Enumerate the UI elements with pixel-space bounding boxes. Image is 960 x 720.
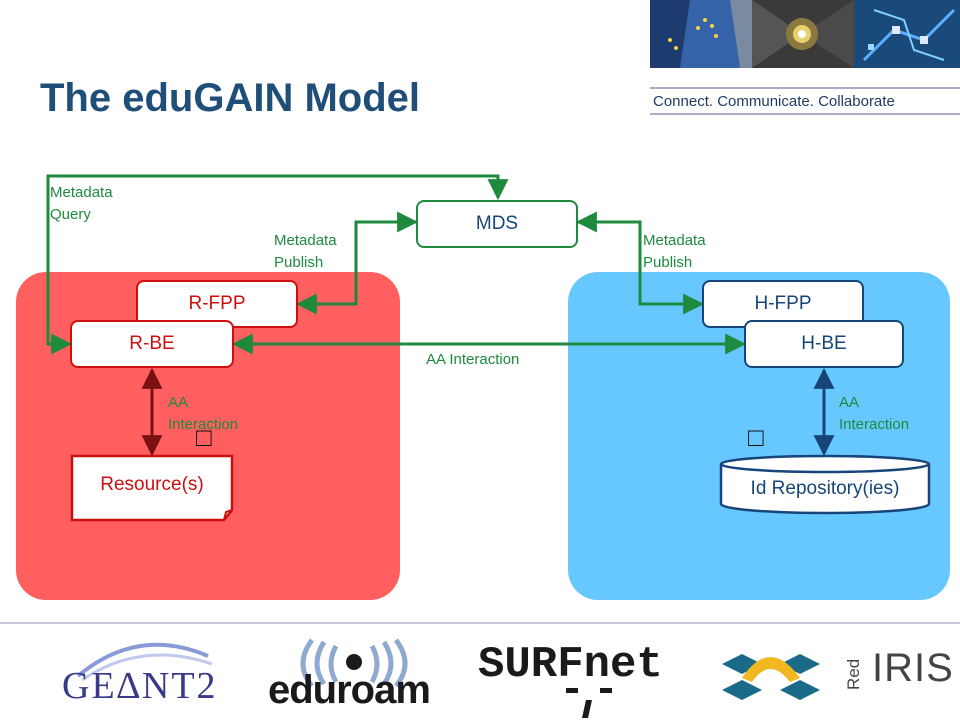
metadata-query-label: Metadata Query <box>50 184 113 223</box>
surfnet-logo: SURFnet <box>478 640 663 690</box>
light-tunnel-image <box>752 0 854 68</box>
metadata-publish-right-link <box>575 211 705 315</box>
header-photo-circuit <box>854 0 960 68</box>
aa-interaction-left-label: AA Interaction <box>168 394 239 433</box>
footer-divider <box>0 622 960 624</box>
header-photo-flags <box>650 0 752 68</box>
surfnet-logo-marks <box>566 688 612 718</box>
eu-flag-image <box>650 0 752 68</box>
rediris-logo-small: Red <box>844 658 863 690</box>
tagline: Connect. Communicate. Collaborate <box>653 93 895 110</box>
id-repository-label: Id Repository(ies) <box>750 478 900 499</box>
tagline-frame <box>650 87 960 115</box>
resources-node-label: Resource(s) <box>100 474 204 495</box>
aa-interaction-center-label: AA Interaction <box>426 351 520 368</box>
metadata-publish-right-label: Metadata Publish <box>643 232 706 271</box>
resources-document-shape <box>70 454 234 522</box>
mds-node: MDS <box>416 200 578 248</box>
aa-interaction-right-label: AA Interaction <box>839 394 910 433</box>
geant2-logo: GE∆NT2 <box>62 665 218 707</box>
id-repository-cylinder <box>719 454 931 515</box>
metadata-publish-left-label: Metadata Publish <box>274 232 337 271</box>
h-be-node: H-BE <box>744 320 904 368</box>
metadata-query-link <box>46 174 509 355</box>
eduroam-logo-waves <box>300 638 408 688</box>
checkbox-glyph-left: □ <box>196 422 212 452</box>
circuit-board-image <box>854 0 960 68</box>
rediris-logo: IRIS <box>872 646 954 690</box>
rediris-logo-mark <box>722 654 820 700</box>
page-title: The eduGAIN Model <box>40 76 420 120</box>
checkbox-glyph-right: □ <box>748 422 764 452</box>
r-be-node: R-BE <box>70 320 234 368</box>
metadata-publish-left-link <box>295 211 419 315</box>
geant2-logo-swoosh <box>76 642 213 682</box>
header-photo-light <box>752 0 854 68</box>
eduroam-logo: eduroam <box>268 668 431 712</box>
